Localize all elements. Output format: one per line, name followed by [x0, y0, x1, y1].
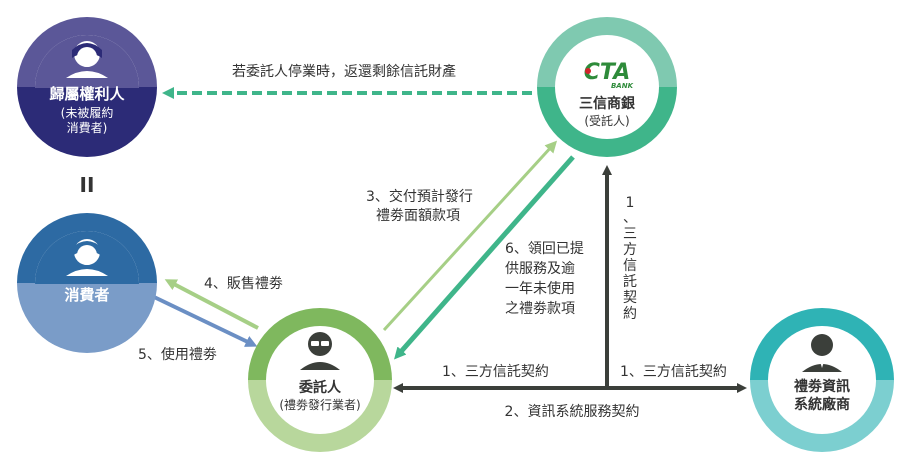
label-pay-line-2: 禮劵面額款項 — [376, 208, 460, 224]
vlabel-char: 三 — [623, 226, 637, 242]
node-beneficiary: 歸屬權利人 (未被履約 消費者) — [17, 17, 157, 157]
label-retrieve-1: 6、領回已提 — [505, 240, 584, 257]
person-glasses-icon — [300, 332, 340, 370]
node-vendor: 禮劵資訊 系統廠商 — [750, 308, 894, 452]
label-retrieve-3: 一年未使用 — [505, 280, 575, 297]
arrow-sell-vouchers — [164, 279, 259, 330]
label-trust-contract-left: 1、三方信託契約 — [442, 364, 549, 380]
label-service-contract: 2、資訊系統服務契約 — [505, 404, 640, 420]
label-use: 5、使用禮劵 — [138, 346, 217, 363]
bank-logo-sub: BANK — [611, 82, 634, 90]
trustor-title: 委託人 — [298, 379, 342, 396]
node-consumer: 消費者 — [17, 213, 157, 353]
node-bank: CTA BANK 三信商銀 (受託人) — [537, 17, 677, 157]
label-trust-contract-right: 1、三方信託契約 — [620, 364, 727, 380]
beneficiary-subtitle-2: 消費者) — [67, 120, 108, 135]
vendor-title-2: 系統廠商 — [794, 396, 850, 413]
person-female-icon — [66, 239, 108, 276]
vlabel-char: 1 — [626, 195, 635, 211]
vlabel-char: 、 — [623, 210, 637, 226]
label-retrieve-2: 供服務及逾 — [505, 261, 575, 277]
label-retrieve-4: 之禮劵款項 — [505, 301, 575, 317]
node-trustor: 委託人 (禮劵發行業者) — [248, 308, 392, 452]
consumer-title: 消費者 — [64, 286, 109, 304]
arrow-use-vouchers — [151, 294, 258, 347]
bank-logo-text: CTA — [584, 60, 630, 85]
bank-title: 三信商銀 — [579, 95, 635, 112]
arrow-pay-face-value — [378, 139, 558, 332]
vendor-title-1: 禮劵資訊 — [794, 378, 850, 395]
businessman-icon — [802, 334, 842, 372]
person-female-icon — [66, 41, 108, 78]
label-pay-line-1: 3、交付預計發行 — [366, 188, 473, 205]
arrow-retrieve-funds — [394, 155, 575, 360]
bank-logo: CTA BANK — [584, 60, 634, 90]
beneficiary-title: 歸屬權利人 — [49, 85, 125, 103]
vlabel-char: 信 — [623, 258, 637, 274]
equals-sign: II — [80, 173, 95, 197]
vlabel-char: 方 — [623, 242, 637, 258]
label-return-assets: 若委託人停業時，返還剩餘信託財產 — [232, 63, 456, 80]
label-sell: 4、販售禮劵 — [204, 276, 283, 292]
beneficiary-subtitle-1: (未被履約 — [61, 105, 114, 120]
vlabel-char: 契 — [623, 290, 637, 306]
label-trust-contract-vertical: 1 、 三 方 信 託 契 約 — [623, 195, 637, 322]
vlabel-char: 約 — [623, 306, 637, 322]
vlabel-char: 託 — [623, 274, 637, 290]
trustor-subtitle: (禮劵發行業者) — [279, 397, 360, 412]
bank-subtitle: (受託人) — [584, 113, 629, 128]
